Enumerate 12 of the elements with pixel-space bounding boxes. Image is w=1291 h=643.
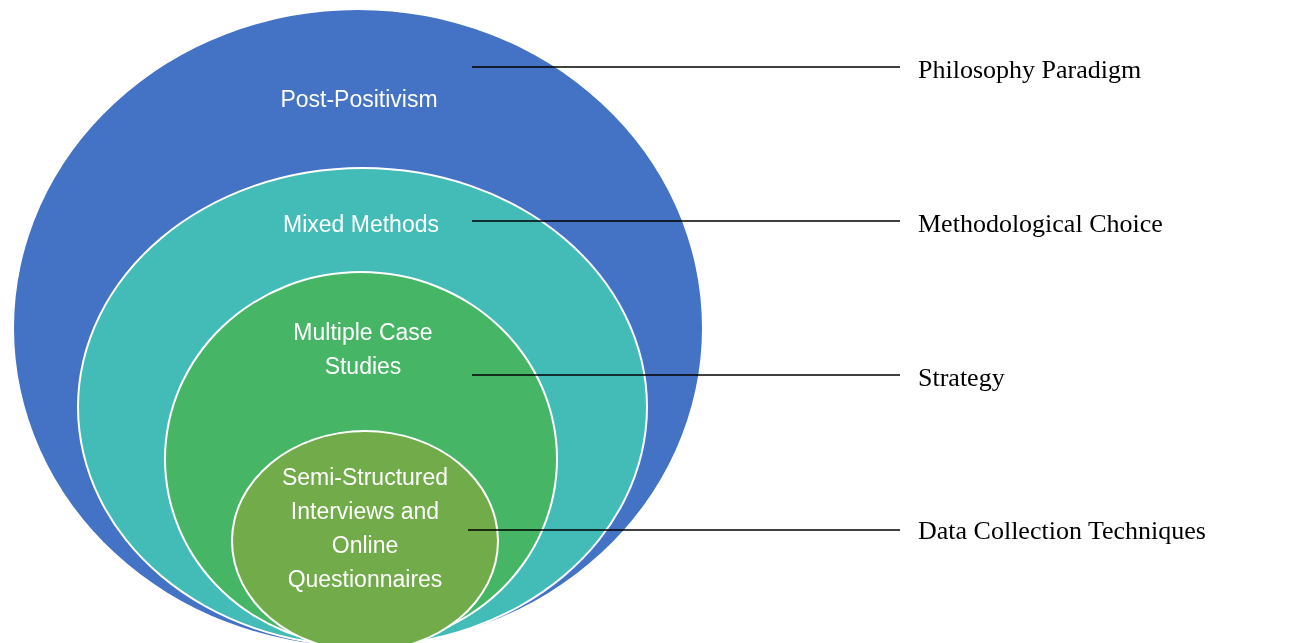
layer-label: Semi-Structured Interviews and Online Questionnaires bbox=[280, 463, 450, 594]
leader-line bbox=[471, 66, 901, 68]
leader-line bbox=[471, 374, 901, 376]
leader-line bbox=[467, 529, 901, 531]
level-label: Methodological Choice bbox=[918, 208, 1163, 240]
layer-label: Post-Positivism bbox=[279, 85, 439, 114]
level-label: Philosophy Paradigm bbox=[918, 54, 1142, 86]
layer-label: Mixed Methods bbox=[282, 210, 440, 239]
level-label: Data Collection Techniques bbox=[918, 515, 1206, 547]
layer-label: Multiple Case Studies bbox=[292, 318, 434, 381]
level-label: Strategy bbox=[918, 362, 1005, 394]
leader-line bbox=[471, 220, 901, 222]
